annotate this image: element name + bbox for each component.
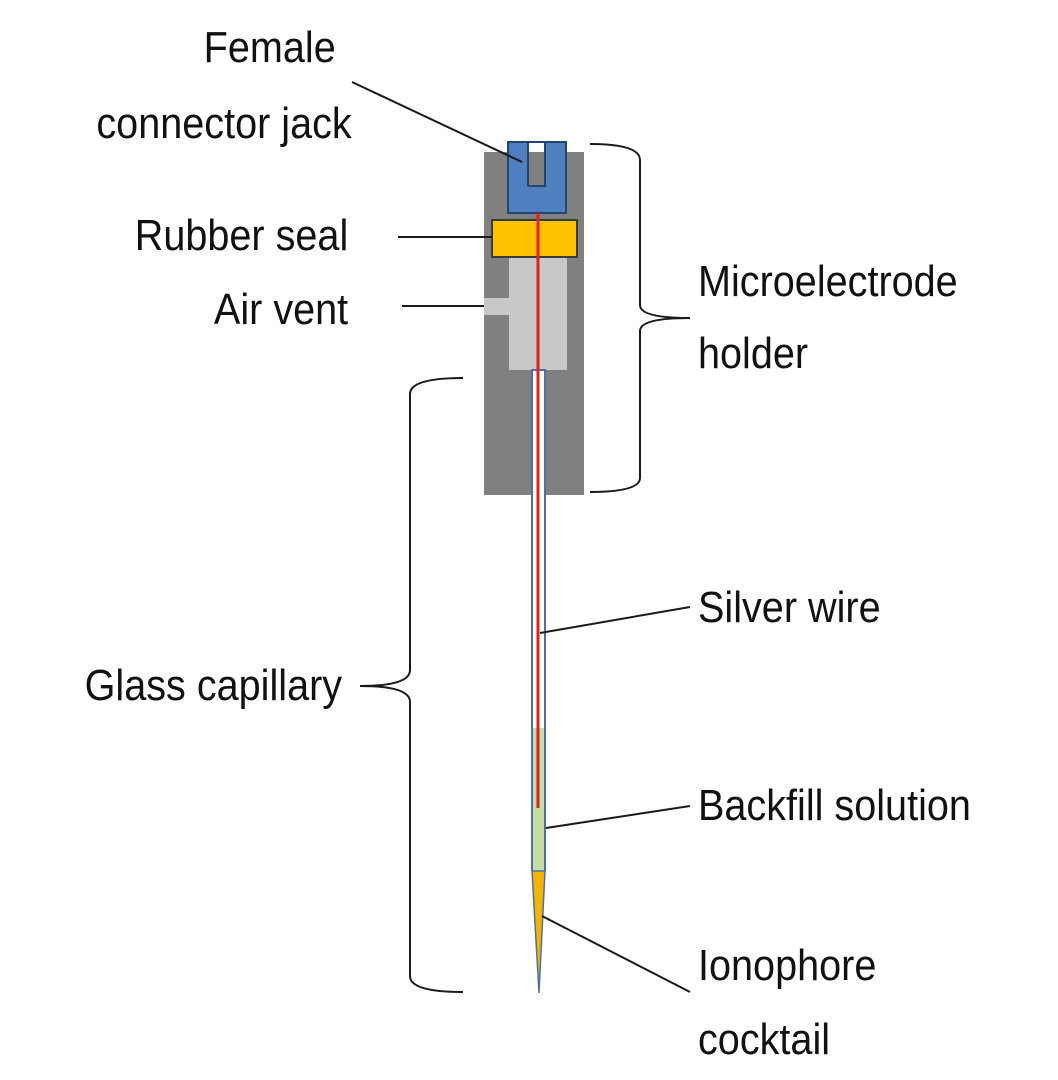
- glass-capillary-label: Glass capillary: [84, 661, 342, 710]
- microelectrode-holder-label-line1: Microelectrode: [698, 257, 958, 306]
- silver-wire-label: Silver wire: [698, 583, 881, 632]
- rubber-seal: [491, 219, 578, 258]
- rubber-seal-label: Rubber seal: [134, 211, 348, 260]
- ionophore-cocktail-label-line2: cocktail: [698, 1015, 831, 1064]
- female-connector-jack: [507, 141, 567, 214]
- air-vent-label: Air vent: [213, 285, 348, 334]
- holder-brace: [589, 143, 691, 493]
- ionophore-leader-line: [541, 915, 691, 993]
- air-vent-channel: [484, 298, 512, 315]
- microelectrode-holder-label-line2: holder: [698, 329, 809, 378]
- backfill-leader-line: [545, 805, 691, 829]
- silver-wire-leader-line: [539, 606, 691, 634]
- backfill-solution-label: Backfill solution: [698, 781, 971, 830]
- female-connector-label-line1: Female: [203, 23, 336, 72]
- female-connector-label-line2: connector jack: [96, 99, 352, 148]
- connector-leader-line: [351, 81, 523, 163]
- capillary-brace: [359, 377, 464, 993]
- ionophore-cocktail-label-line1: Ionophore: [698, 941, 877, 990]
- ionophore-cocktail-tip: [531, 870, 546, 994]
